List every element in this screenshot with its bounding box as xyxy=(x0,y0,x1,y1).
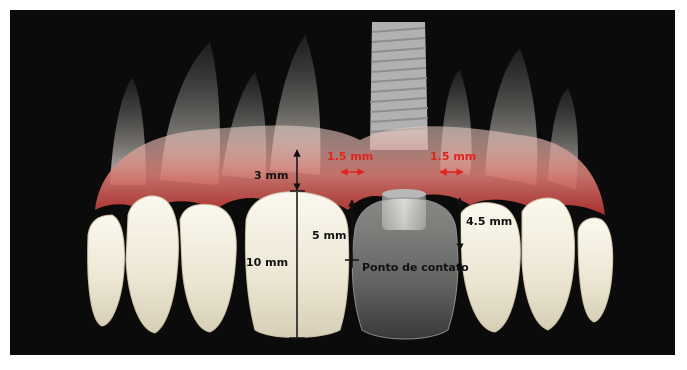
label-papilla-height: 3 mm xyxy=(254,169,288,182)
label-gap-left: 1.5 mm xyxy=(327,150,373,163)
label-implant-gap: 4.5 mm xyxy=(466,215,512,228)
label-gap-right: 1.5 mm xyxy=(430,150,476,163)
label-contact-point: Ponto de contato xyxy=(362,261,469,274)
label-crown-height: 10 mm xyxy=(246,256,288,269)
label-contact-to-bone: 5 mm xyxy=(312,229,346,242)
gum-tissue xyxy=(95,126,605,215)
